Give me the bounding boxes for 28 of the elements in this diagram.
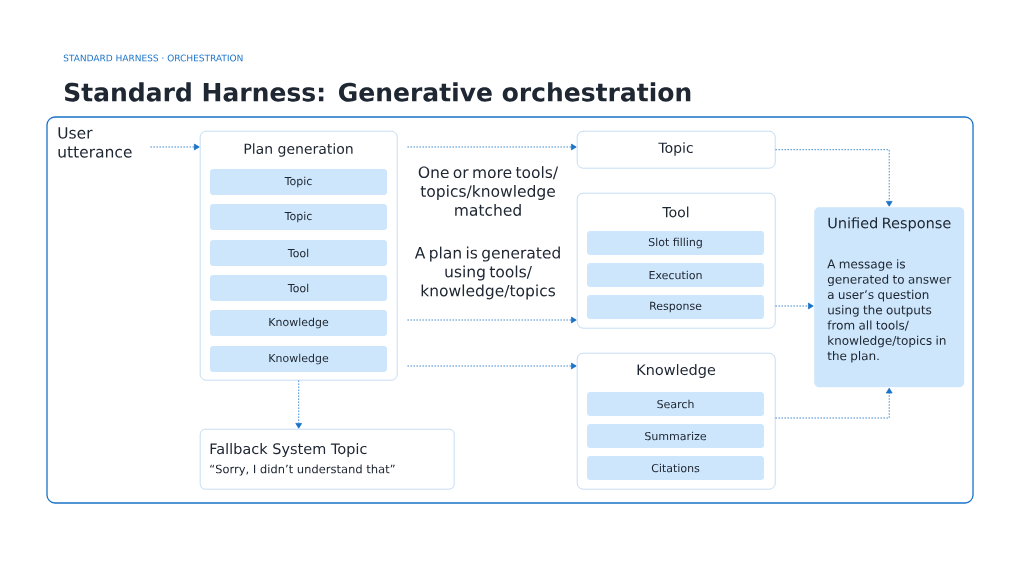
title: Standard Harness: Generative orchestration <box>65 82 691 102</box>
panel: Topic <box>577 131 776 169</box>
breadcrumb: STANDARD HARNESS · ORCHESTRATION <box>63 54 243 62</box>
arrow <box>407 143 577 151</box>
step-box: Citations <box>587 456 764 480</box>
arrow <box>295 380 302 429</box>
arrow <box>150 143 200 151</box>
step-box: Slot filling <box>587 231 764 255</box>
arrow <box>407 362 577 370</box>
step-box: Tool <box>210 275 387 301</box>
step-box: Knowledge <box>210 310 387 336</box>
step-box: Tool <box>210 240 387 266</box>
step-box: Topic <box>210 169 387 195</box>
response-box: Unified Response A message is generated to answer a user’s question using the outputs from all tools/ knowledge/topics in the plan. <box>814 207 965 388</box>
step-box: Summarize <box>587 424 764 448</box>
input-label: User utterance <box>58 127 132 158</box>
step-box: Execution <box>587 263 764 287</box>
arrow <box>775 302 814 310</box>
annotation-text: One or more tools/ topics/knowledge matched <box>418 166 559 216</box>
fallback-box: Fallback System Topic “Sorry, I didn’t understand that” <box>200 429 455 490</box>
step-box: Search <box>587 392 764 416</box>
step-box: Topic <box>210 204 387 230</box>
annotation-text: A plan is generated using tools/ knowledge/topics <box>414 246 560 300</box>
arrow <box>775 149 893 207</box>
step-box: Response <box>587 295 764 319</box>
arrow <box>407 316 577 324</box>
arrow <box>775 387 893 419</box>
step-box: Knowledge <box>210 346 387 372</box>
